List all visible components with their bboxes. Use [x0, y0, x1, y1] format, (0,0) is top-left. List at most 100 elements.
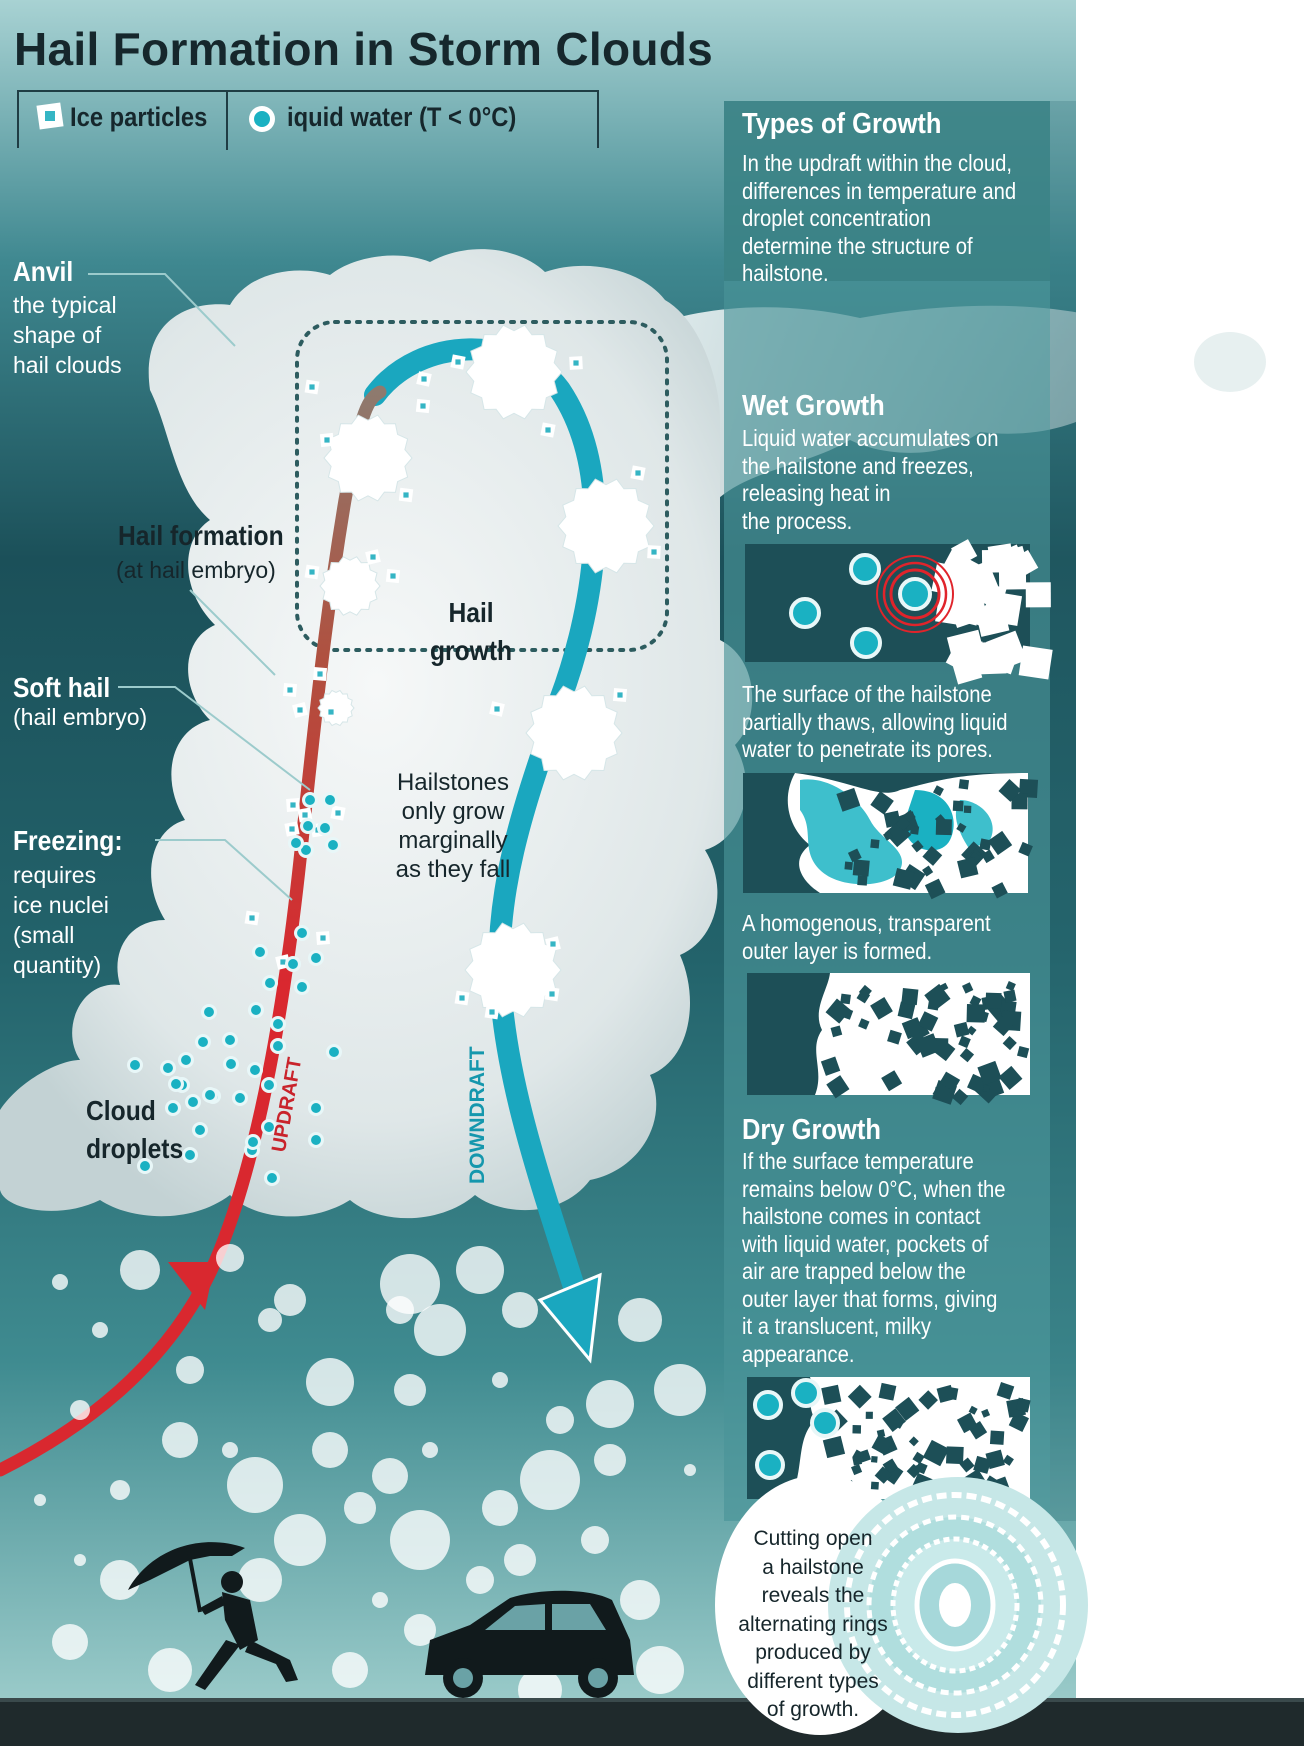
- crystal-gap: [892, 868, 915, 890]
- anvil-title: Anvil: [13, 256, 74, 287]
- hailstone-falling: [70, 1400, 90, 1420]
- water-droplet: [248, 1002, 264, 1018]
- hailstone: [465, 324, 563, 420]
- hailstone-falling: [581, 1526, 609, 1554]
- crystal-gap: [989, 1430, 1005, 1445]
- hailstone-falling: [466, 1566, 494, 1594]
- crystal-gap: [878, 1382, 897, 1401]
- crystal-gap: [844, 861, 853, 870]
- crystal-gap: [958, 1035, 971, 1049]
- crystal-gap: [936, 1384, 955, 1403]
- crystal-gap: [966, 1004, 986, 1023]
- crystal-gap: [882, 1408, 906, 1432]
- hailstone-falling: [520, 1450, 580, 1510]
- ice-particle: [319, 432, 335, 448]
- hailstone-falling: [620, 1580, 660, 1620]
- water-droplet: [261, 1077, 277, 1093]
- dry-growth-title: Dry Growth: [742, 1114, 881, 1146]
- freezing-title: Freezing:: [13, 825, 123, 856]
- cut-hailstone-icon: [715, 1475, 1088, 1735]
- hailstone-falling: [394, 1374, 426, 1406]
- ice-crystal: [986, 630, 1027, 672]
- crystal-gap: [922, 1439, 950, 1467]
- ice-particle-icon: [36, 102, 64, 130]
- ice-particle: [489, 701, 505, 717]
- hailstone-falling: [312, 1432, 348, 1468]
- ice-particle: [304, 564, 320, 580]
- wet-growth-figure-3: [747, 973, 1030, 1106]
- crystal-gap: [956, 822, 967, 833]
- hailstone-falling: [586, 1380, 634, 1428]
- water-droplet: [165, 1100, 181, 1116]
- water-droplet: [262, 975, 278, 991]
- hailstone-falling: [100, 1560, 140, 1600]
- water-droplet: [317, 820, 333, 836]
- ice-particle: [416, 371, 432, 387]
- hailstone-falling: [492, 1372, 508, 1388]
- crystal-gap: [826, 1075, 850, 1099]
- water-droplet: [232, 1090, 248, 1106]
- water-droplet: [294, 979, 310, 995]
- water-droplet: [302, 792, 318, 808]
- cloud-droplets-label: Cloud droplets: [86, 1095, 184, 1164]
- ice-particle: [316, 931, 330, 945]
- crystal-gap: [1015, 1397, 1031, 1413]
- crystal-gap: [962, 982, 974, 994]
- hail-formation-desc: (at hail embryo): [116, 557, 276, 583]
- hailstones: [317, 324, 655, 1018]
- crystal-gap: [847, 1384, 872, 1409]
- ice-crystal: [1025, 582, 1051, 608]
- hail-growth-label: Hail growth: [430, 597, 513, 666]
- ice-crystal: [951, 539, 978, 566]
- crystal-gap: [945, 1446, 964, 1465]
- crystal-gap: [958, 779, 970, 790]
- crystal-gap: [850, 1463, 863, 1476]
- crystal-gap: [981, 1408, 991, 1418]
- crystal-gap: [895, 1396, 920, 1422]
- cut-hailstone-text: Cutting open a hailstone reveals the alt…: [738, 1527, 888, 1721]
- crystal-gap: [912, 1451, 925, 1465]
- hailstone-falling: [654, 1364, 706, 1416]
- ice-particle: [312, 666, 328, 682]
- storm-cloud: [0, 249, 753, 1219]
- water-droplet: [202, 1087, 218, 1103]
- hailstones-fall-label: Hailstones only grow marginally as they …: [395, 769, 511, 883]
- hailstone-falling: [176, 1356, 204, 1384]
- water-droplet: [247, 1062, 263, 1078]
- hailstone-falling: [456, 1246, 504, 1294]
- crystal-gap: [959, 1047, 975, 1063]
- anvil-desc: the typical shape of hail clouds: [13, 292, 122, 378]
- crystal-gap: [935, 818, 952, 836]
- water-droplet: [182, 1147, 198, 1163]
- crystal-gap: [870, 839, 880, 849]
- hailstone-falling: [618, 1298, 662, 1342]
- hailstone-falling: [92, 1322, 108, 1338]
- downdraft-label: DOWNDRAFT: [466, 1046, 489, 1184]
- ice-particle: [569, 356, 583, 370]
- hailstone-falling: [227, 1457, 283, 1513]
- soft-hail-title: Soft hail: [13, 672, 111, 703]
- crystal-gap: [870, 791, 894, 815]
- water-droplet: [245, 1134, 261, 1150]
- crystal-gap: [966, 1025, 977, 1036]
- crystal-gap: [821, 1384, 842, 1405]
- crystal-gap: [887, 1029, 902, 1045]
- hailstone-falling: [390, 1510, 450, 1570]
- soft-hail-desc: (hail embryo): [13, 704, 148, 730]
- types-of-growth-title: Types of Growth: [742, 108, 942, 140]
- water-droplet: [270, 1016, 286, 1032]
- hailstone-falling: [222, 1442, 238, 1458]
- crystal-gap: [901, 987, 919, 1006]
- crystal-gap: [918, 1390, 938, 1410]
- crystal-gap: [852, 859, 870, 877]
- ice-particle: [365, 549, 381, 565]
- water-droplet: [178, 1052, 194, 1068]
- hailstone: [464, 922, 562, 1018]
- freezing-desc: requires ice nuclei (small quantity): [13, 862, 109, 978]
- ice-particle: [630, 465, 646, 481]
- ice-particle: [385, 568, 401, 584]
- crystal-gap: [933, 785, 944, 797]
- water-droplet: [308, 1100, 324, 1116]
- hailstone-falling: [372, 1592, 388, 1608]
- ice-particle: [540, 422, 556, 438]
